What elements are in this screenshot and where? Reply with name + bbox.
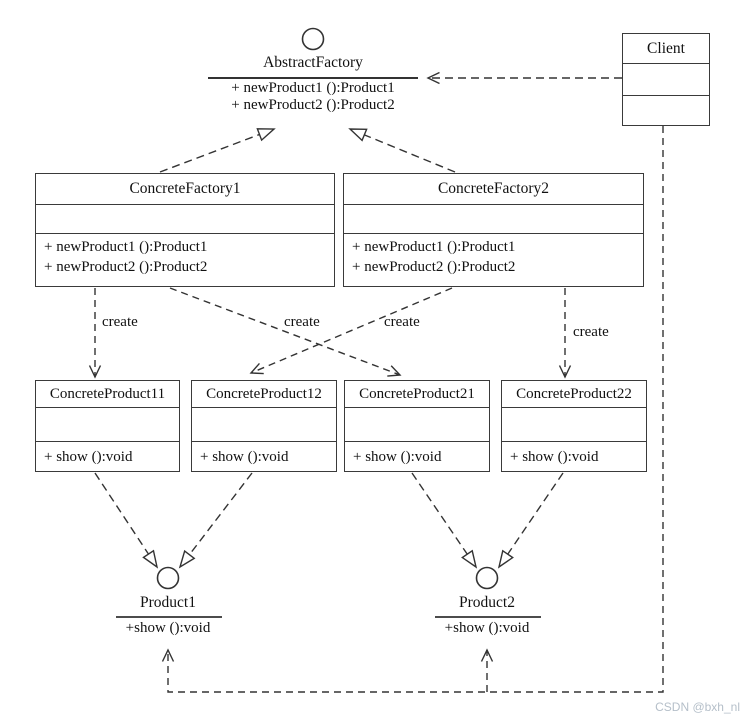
concreteproduct12-methods-compartment: + show ():void xyxy=(192,442,336,471)
concreteproduct11-methods-compartment: + show ():void xyxy=(36,442,179,471)
class-concreteproduct22: ConcreteProduct22 + show ():void xyxy=(501,380,647,472)
concreteproduct22-method-1: + show ():void xyxy=(510,448,599,465)
class-concretefactory2: ConcreteFactory2 + newProduct1 ():Produc… xyxy=(343,173,644,287)
edge-concretefactory2-realizes-abstractfactory xyxy=(348,128,456,173)
edge-cp11-realizes-product1 xyxy=(94,472,159,569)
product2-name: Product2 xyxy=(459,594,515,611)
product1-method: +show ():void xyxy=(125,620,211,636)
concretefactory2-method-2: + newProduct2 ():Product2 xyxy=(352,259,516,275)
concreteproduct22-attributes-compartment xyxy=(502,408,646,442)
concreteproduct21-attributes-compartment xyxy=(345,408,489,442)
class-client: Client xyxy=(622,33,710,126)
concreteproduct21-method-1: + show ():void xyxy=(353,448,442,465)
concreteproduct21-title: ConcreteProduct21 xyxy=(345,381,489,408)
product2-interface-circle xyxy=(475,566,499,590)
create-label-3: create xyxy=(384,314,420,330)
create-label-2: create xyxy=(284,314,320,330)
concretefactory2-methods-compartment: + newProduct1 ():Product1 + newProduct2 … xyxy=(344,234,643,286)
concretefactory2-attributes-compartment xyxy=(344,205,643,234)
edge-create-cf1-to-cp21 xyxy=(169,287,402,377)
concreteproduct22-methods-compartment: + show ():void xyxy=(502,442,646,471)
edge-cp12-realizes-product1 xyxy=(178,472,253,569)
class-concreteproduct11: ConcreteProduct11 + show ():void xyxy=(35,380,180,472)
product1-interface-circle xyxy=(156,566,180,590)
concreteproduct21-methods-compartment: + show ():void xyxy=(345,442,489,471)
abstractfactory-name: AbstractFactory xyxy=(263,54,363,71)
concretefactory1-methods-compartment: + newProduct1 ():Product1 + newProduct2 … xyxy=(36,234,334,286)
concreteproduct11-attributes-compartment xyxy=(36,408,179,442)
csdn-watermark: CSDN @bxh_nl xyxy=(655,700,740,714)
client-attributes-compartment xyxy=(623,64,709,96)
edge-cp21-realizes-product2 xyxy=(411,472,478,569)
client-title: Client xyxy=(623,34,709,64)
concreteproduct12-title: ConcreteProduct12 xyxy=(192,381,336,408)
concretefactory2-method-1: + newProduct1 ():Product1 xyxy=(352,239,516,255)
class-concreteproduct21: ConcreteProduct21 + show ():void xyxy=(344,380,490,472)
concretefactory1-method-1: + newProduct1 ():Product1 xyxy=(44,239,208,255)
class-concretefactory1: ConcreteFactory1 + newProduct1 ():Produc… xyxy=(35,173,335,287)
create-label-4: create xyxy=(573,324,609,340)
concreteproduct22-title: ConcreteProduct22 xyxy=(502,381,646,408)
abstractfactory-method-1: + newProduct1 ():Product1 xyxy=(231,80,395,96)
concretefactory1-title: ConcreteFactory1 xyxy=(36,174,334,205)
edge-create-cf2-to-cp12 xyxy=(249,287,453,375)
product2-method: +show ():void xyxy=(444,620,530,636)
edge-client-to-product1 xyxy=(161,126,664,693)
edge-concretefactory1-realizes-abstractfactory xyxy=(159,128,276,173)
abstractfactory-method-2: + newProduct2 ():Product2 xyxy=(231,97,395,113)
concreteproduct11-title: ConcreteProduct11 xyxy=(36,381,179,408)
concreteproduct12-attributes-compartment xyxy=(192,408,336,442)
create-label-1: create xyxy=(102,314,138,330)
concretefactory1-attributes-compartment xyxy=(36,205,334,234)
concreteproduct12-method-1: + show ():void xyxy=(200,448,289,465)
concretefactory2-title: ConcreteFactory2 xyxy=(344,174,643,205)
client-methods-compartment xyxy=(623,96,709,125)
edge-cp22-realizes-product2 xyxy=(497,472,564,569)
concreteproduct11-method-1: + show ():void xyxy=(44,448,133,465)
class-concreteproduct12: ConcreteProduct12 + show ():void xyxy=(191,380,337,472)
concretefactory1-method-2: + newProduct2 ():Product2 xyxy=(44,259,208,275)
product1-name: Product1 xyxy=(140,594,196,611)
abstractfactory-interface-circle xyxy=(301,27,325,51)
